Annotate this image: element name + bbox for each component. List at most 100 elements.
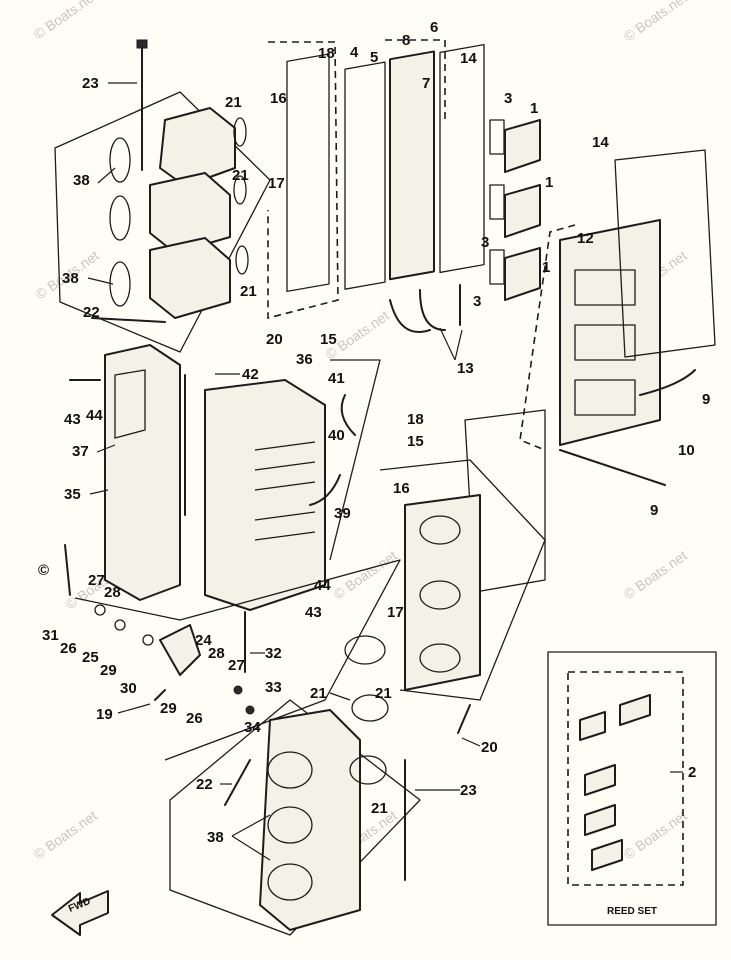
callout-label: 24 [195, 632, 212, 649]
washer [142, 634, 154, 646]
reed-block [504, 184, 541, 238]
watermark: © Boats.net [31, 0, 100, 42]
callout-label: 10 [678, 442, 695, 459]
callout-label: 14 [592, 134, 609, 151]
screw-19 [154, 689, 166, 701]
silencer-cover [104, 344, 181, 601]
callout-label: 20 [266, 331, 283, 348]
gasket-ring [109, 137, 131, 183]
intake-silencer-group [204, 359, 381, 611]
callout-label: 13 [457, 360, 474, 377]
reed-stopper [489, 249, 505, 285]
carburetor-body [259, 709, 361, 931]
leader-line [439, 327, 456, 361]
fwd-arrow-shape [51, 890, 109, 936]
leader-line [87, 277, 114, 285]
callout-label: 3 [473, 293, 481, 310]
reed-petal [591, 839, 623, 871]
gasket-plate [286, 53, 330, 293]
callout-label: 26 [186, 710, 203, 727]
o-ring [233, 175, 247, 205]
callout-label: 27 [228, 657, 245, 674]
callout-label: 20 [481, 739, 498, 756]
watermark: © Boats.net [621, 807, 690, 862]
fwd-arrow-icon: FWD [51, 890, 109, 936]
callout-label: 32 [265, 645, 282, 662]
linkage-rod [64, 544, 71, 596]
watermark: © Boats.net [331, 547, 400, 602]
callout-label: 2 [688, 764, 696, 781]
reed-blocks [489, 119, 541, 301]
leader-line [231, 835, 271, 861]
callout-label: 43 [305, 604, 322, 621]
callout-label: 5 [370, 49, 378, 66]
intake-manifold-group [519, 149, 716, 486]
reed-stopper [489, 119, 505, 155]
watermark: © Boats.net [621, 0, 690, 44]
manifold-gasket [614, 149, 716, 358]
intake-silencer [204, 379, 326, 611]
manifold-hose [639, 369, 696, 396]
intake-gasket-stack [267, 39, 485, 320]
callout-label: 1 [530, 100, 538, 117]
gasket-ring-21 [344, 635, 386, 665]
callout-label: 33 [265, 679, 282, 696]
dashed-outline [385, 39, 446, 120]
throttle-bore [419, 580, 461, 610]
reed-block [504, 247, 541, 301]
callout-label: 22 [196, 776, 213, 793]
callout-label: 37 [72, 443, 89, 460]
callout-label: 12 [577, 230, 594, 247]
callout-label: 19 [96, 706, 113, 723]
callout-label: 29 [100, 662, 117, 679]
reed-stopper [489, 184, 505, 220]
manifold-port [574, 324, 636, 361]
callout-label: 4 [350, 44, 359, 61]
manifold-port [574, 379, 636, 416]
callout-label: 36 [296, 351, 313, 368]
inset-label: REED SET [607, 906, 657, 917]
reed-petal [619, 694, 651, 726]
callout-label: 21 [240, 283, 257, 300]
copyright-icon: © [38, 562, 49, 579]
callout-label: 18 [407, 411, 424, 428]
callout-label: 42 [242, 366, 259, 383]
callout-label: 28 [104, 584, 121, 601]
leader-line [329, 692, 351, 701]
carb-throat [267, 863, 313, 901]
lower-carburetor-group [169, 635, 421, 936]
callout-label: 31 [42, 627, 59, 644]
callout-label: 9 [702, 391, 710, 408]
o-ring [233, 117, 247, 147]
callout-label: 23 [82, 75, 99, 92]
manifold-hose [559, 449, 666, 486]
silencer-group [69, 344, 186, 601]
callout-label: 44 [314, 577, 331, 594]
carburetor-middle [149, 172, 231, 254]
callout-label: 21 [310, 685, 327, 702]
upper-carburetor-group [54, 39, 271, 353]
hoses-group [389, 284, 461, 333]
gasket-plate [439, 43, 485, 274]
leader-line [461, 737, 481, 747]
linkage-lever [159, 624, 201, 676]
callout-label: 43 [64, 411, 81, 428]
carb-throat [267, 751, 313, 789]
callout-label: 38 [62, 270, 79, 287]
callout-label: 18 [318, 45, 335, 62]
callout-label: 1 [542, 259, 550, 276]
callout-label: 3 [481, 234, 489, 251]
leader-line [231, 814, 271, 837]
inset-dashed-box [567, 671, 684, 886]
carburetor-top [159, 107, 236, 187]
leader-line [117, 703, 151, 714]
callout-label: 3 [504, 90, 512, 107]
callout-label: 15 [320, 331, 337, 348]
hose-41 [340, 394, 356, 436]
dashed-outline [519, 224, 576, 451]
callout-label: 21 [375, 685, 392, 702]
copyright-mark: © [38, 562, 49, 579]
callout-label: 35 [64, 486, 81, 503]
gasket-ring-21 [351, 694, 389, 722]
